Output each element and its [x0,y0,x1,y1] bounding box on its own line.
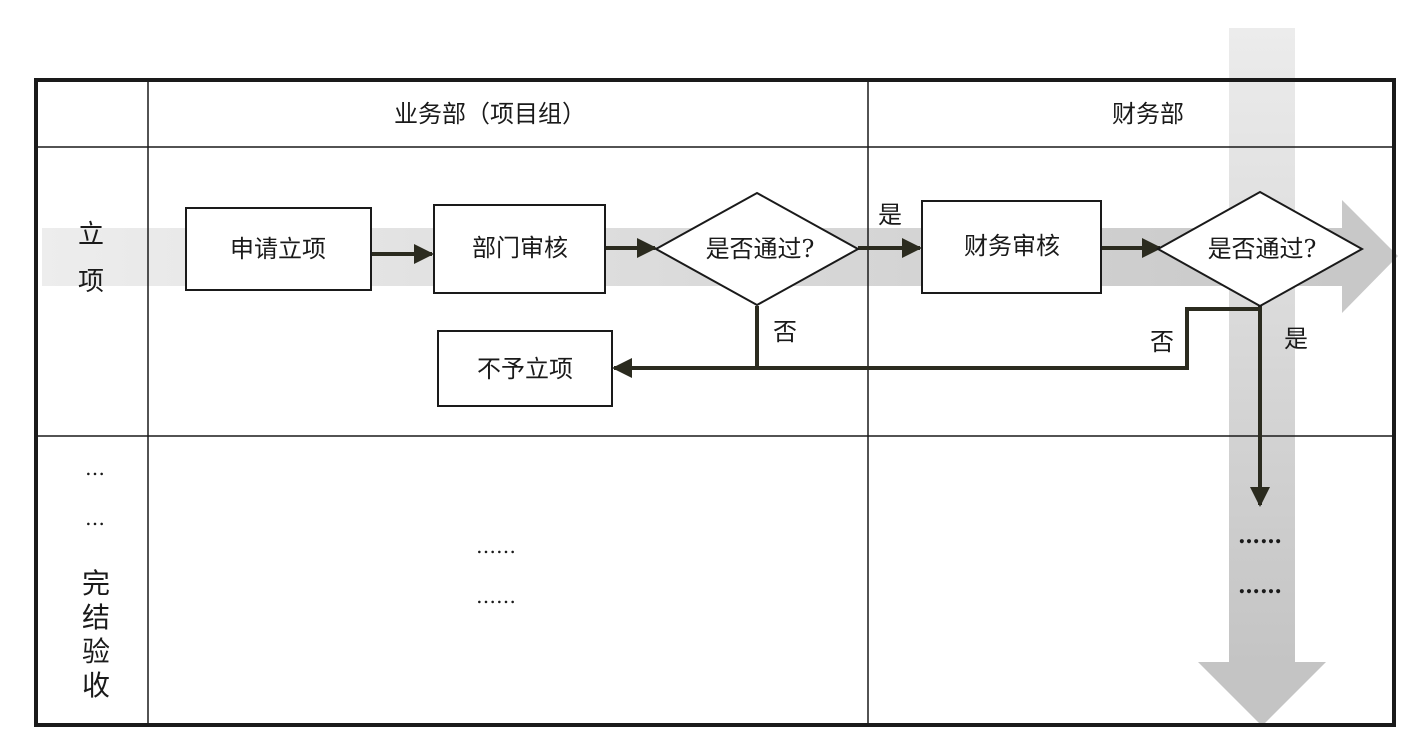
edge-decision-2-no [612,307,1258,378]
placeholder-finance-2: …… [1238,573,1282,599]
row-label-completion-char-3: 验 [82,635,110,668]
row-label-completion-char-4: 收 [82,669,110,702]
flow-connectors [371,238,1270,507]
node-dept-review: 部门审核 [433,204,606,294]
node-decision-1: 是否通过? [653,191,861,307]
row-label-completion-char-2: 结 [82,601,110,634]
node-finance-review: 财务审核 [921,200,1102,294]
header-business-dept: 业务部（项目组） [394,100,586,128]
node-reject-label: 不予立项 [477,355,573,383]
edge-label-no-2: 否 [1150,328,1174,356]
node-apply: 申请立项 [185,207,372,291]
edge-label-yes-1: 是 [878,201,902,229]
node-decision-2: 是否通过? [1155,190,1365,308]
node-decision-1-label: 是否通过? [706,235,815,263]
edge-label-yes-2: 是 [1284,325,1308,353]
node-finance-review-label: 财务审核 [964,232,1060,260]
edge-label-no-1: 否 [773,318,797,346]
placeholder-business-2: …… [476,584,516,608]
node-decision-2-label: 是否通过? [1208,235,1317,263]
row-label-setup-char-2: 项 [78,267,104,297]
node-apply-label: 申请立项 [230,235,326,263]
swimlane-table [34,78,1396,727]
placeholder-business-1: …… [476,534,516,558]
header-finance-dept: 财务部 [1112,100,1184,128]
node-reject: 不予立项 [437,330,613,407]
placeholder-finance-1: …… [1238,523,1282,549]
row-label-ellipsis-1: … [85,456,105,480]
row-label-setup-char-1: 立 [78,220,104,250]
row-label-ellipsis-2: … [85,506,105,530]
node-dept-review-label: 部门审核 [472,234,568,262]
row-label-completion-char-1: 完 [82,567,110,600]
